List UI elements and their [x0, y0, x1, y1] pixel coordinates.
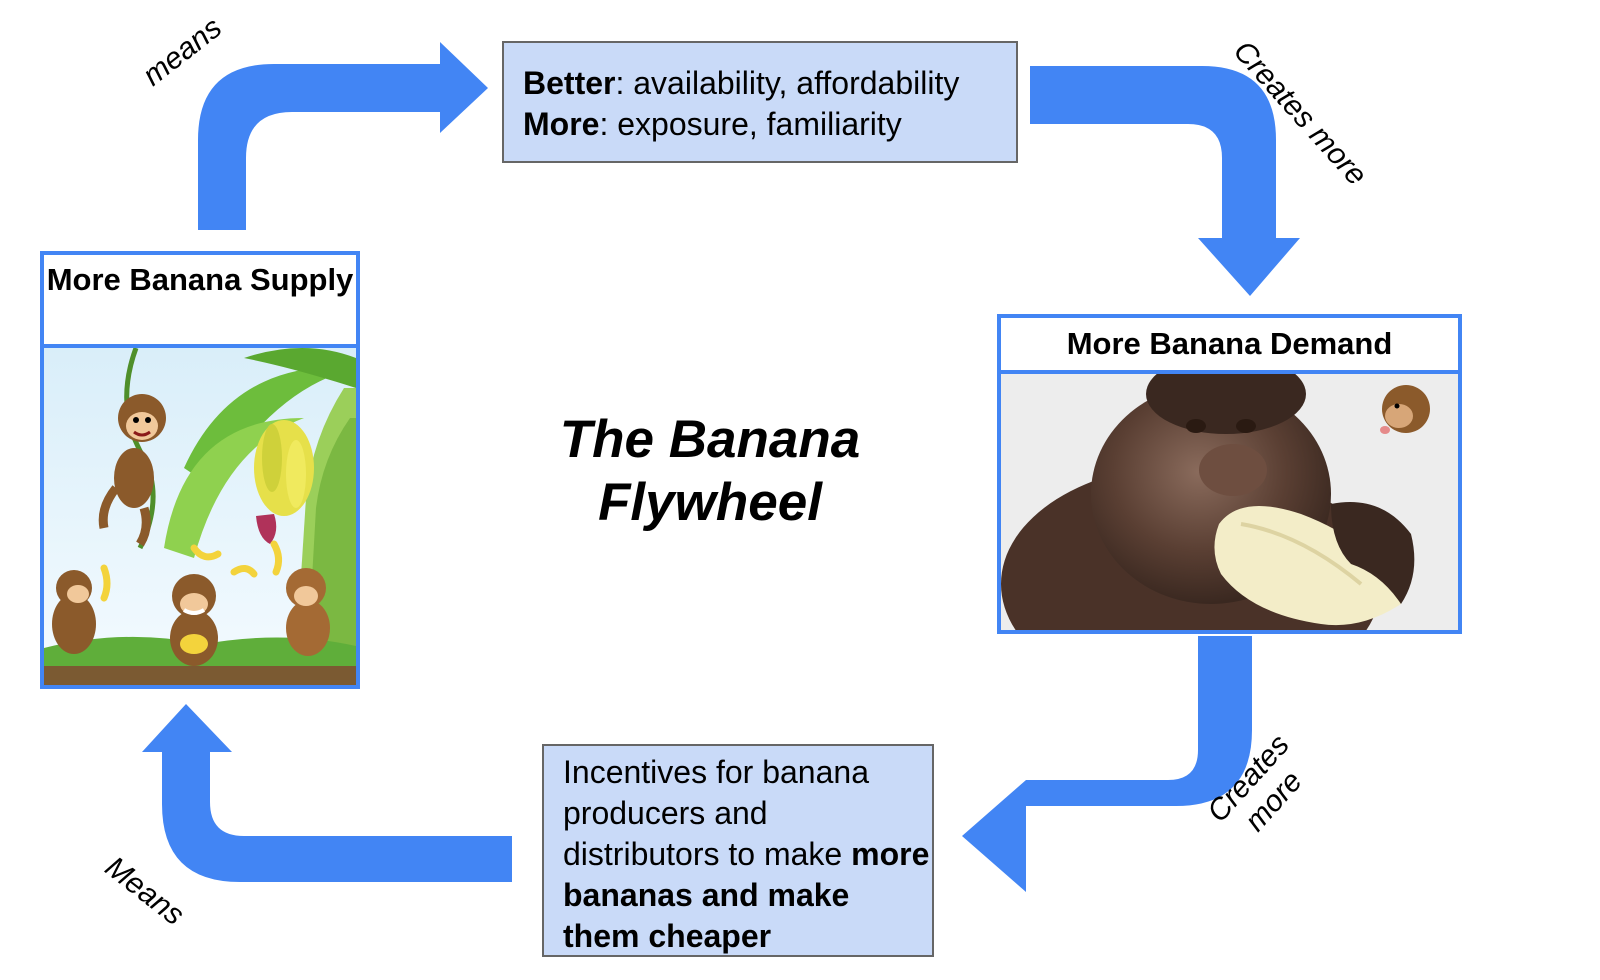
arrow-demand-to-bottom — [962, 636, 1252, 892]
demand-panel: More Banana Demand — [997, 314, 1462, 634]
incentives-text: Incentives for banana producers and dist… — [563, 754, 869, 872]
banana-bunch-icon — [254, 420, 314, 544]
monkey-group-icon — [52, 568, 330, 666]
supply-panel: More Banana Supply — [40, 251, 360, 689]
banana-icon — [1214, 506, 1401, 626]
arrow-top-to-demand — [1030, 66, 1300, 296]
benefits-line-2-bold: More — [523, 106, 600, 142]
incentives-bold-text: more bananas and make them cheaper — [563, 836, 930, 954]
supply-illustration — [44, 348, 356, 685]
monkey-icon — [98, 394, 166, 547]
supply-title: More Banana Supply — [44, 255, 356, 348]
demand-title: More Banana Demand — [1001, 318, 1458, 374]
monkey-head-icon — [1380, 385, 1430, 434]
benefits-line-1-text: : availability, affordability — [615, 65, 960, 101]
demand-photo — [1001, 374, 1458, 630]
benefits-box: Better: availability, affordability More… — [502, 41, 1018, 163]
benefits-line-2: More: exposure, familiarity — [523, 104, 1016, 145]
benefits-line-1-bold: Better — [523, 65, 616, 101]
benefits-line-2-text: : exposure, familiarity — [599, 106, 902, 142]
benefits-line-1: Better: availability, affordability — [523, 63, 1016, 104]
arrow-bottom-to-supply — [142, 704, 512, 882]
diagram-title: The Banana Flywheel — [559, 410, 861, 532]
incentives-box: Incentives for banana producers and dist… — [542, 744, 934, 957]
arrow-supply-to-top — [198, 42, 488, 230]
